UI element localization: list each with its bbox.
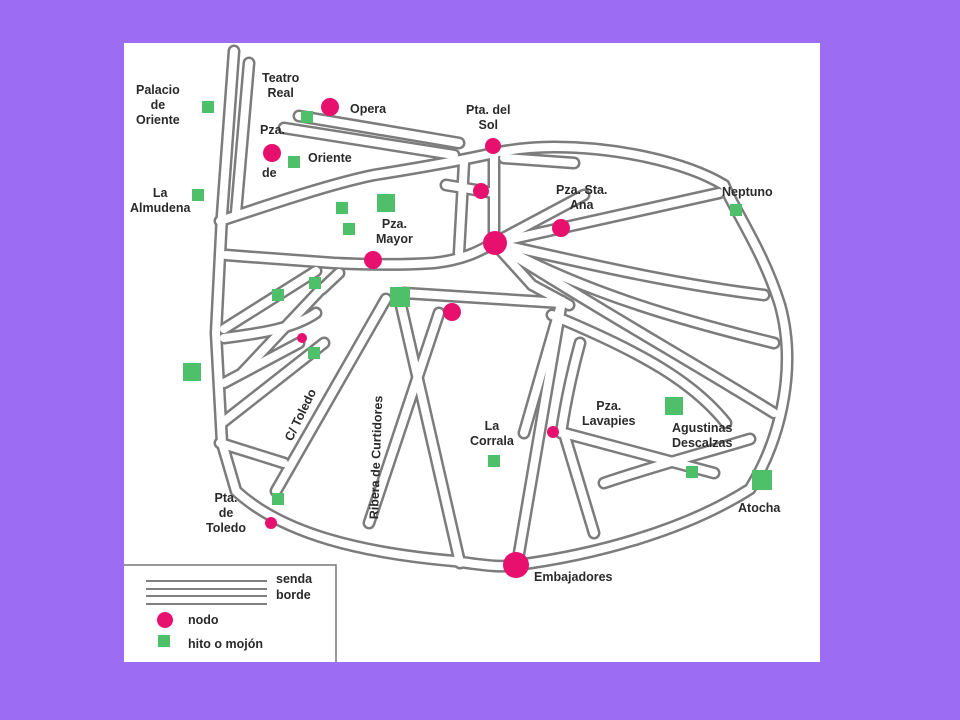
nodo-12	[157, 612, 173, 628]
legend-nodo: nodo	[188, 613, 219, 627]
hito-14	[686, 466, 698, 478]
label-agustinas-descalzas: Agustinas Descalzas	[672, 421, 733, 450]
label-opera: Opera	[350, 102, 387, 116]
street-14	[490, 189, 723, 247]
nodo-9	[547, 426, 559, 438]
street-6	[232, 59, 253, 217]
street-24	[396, 297, 464, 567]
hito-10	[308, 347, 320, 359]
nodo-2	[263, 144, 281, 162]
street-1	[232, 487, 521, 571]
street-33	[557, 339, 584, 437]
legend-hito: hito o mojón	[188, 637, 263, 651]
street-12	[500, 154, 578, 167]
hito-3	[192, 189, 204, 201]
label-pza: Pza.	[260, 123, 286, 137]
hito-13	[665, 397, 683, 415]
hito-5	[377, 194, 395, 212]
street-21	[400, 289, 566, 307]
street-30	[218, 339, 328, 427]
nodo-3	[473, 183, 489, 199]
hito-0	[202, 101, 214, 113]
hito-8	[272, 289, 284, 301]
hito-9	[390, 287, 410, 307]
nodo-4	[552, 219, 570, 237]
street-4	[216, 149, 498, 225]
street-2	[513, 181, 791, 569]
hito-16	[752, 470, 772, 490]
legend-senda: senda	[276, 572, 313, 586]
label-la-almudena: La Almudena	[130, 186, 191, 215]
street-31	[220, 339, 303, 387]
street-15	[490, 239, 768, 299]
street-35	[560, 429, 598, 537]
hito-1	[301, 111, 313, 123]
street-8	[295, 112, 463, 147]
hito-11	[183, 363, 201, 381]
hito-18	[158, 635, 170, 647]
map-panel: Palacio de Oriente Teatro Real Opera Pta…	[124, 43, 820, 662]
label-oriente: Oriente	[308, 151, 352, 165]
street-0	[212, 47, 240, 495]
hito-15	[488, 455, 500, 467]
street-38	[216, 439, 288, 467]
street-32	[548, 311, 730, 427]
nodo-0	[321, 98, 339, 116]
street-18	[490, 239, 778, 417]
hito-4	[336, 202, 348, 214]
street-network	[124, 44, 794, 662]
street-37	[318, 269, 343, 293]
nodo-6	[364, 251, 382, 269]
label-pza-mayor: Pza. Mayor	[376, 217, 413, 246]
street-36	[600, 435, 754, 487]
legend-borde: borde	[276, 588, 311, 602]
street-25	[365, 309, 443, 527]
hito-17	[272, 493, 284, 505]
nodo-1	[485, 138, 501, 154]
label-neptuno: Neptuno	[722, 185, 773, 199]
legend-frame	[124, 564, 337, 662]
legend-line-samples	[124, 564, 337, 662]
label-pza-lavapies: Pza. Lavapies	[582, 399, 636, 428]
street-27	[220, 267, 320, 333]
label-embajadores: Embajadores	[534, 570, 613, 584]
nodo-8	[297, 333, 307, 343]
street-10	[455, 159, 468, 257]
street-28	[220, 309, 320, 342]
hito-12	[730, 204, 742, 216]
nodo-markers	[157, 98, 570, 628]
street-26	[272, 295, 390, 495]
nodo-7	[443, 303, 461, 321]
label-pta-de-toledo: Pta. de Toledo	[206, 491, 247, 535]
label-teatro-real: Teatro Real	[262, 71, 300, 100]
label-pza-sta-ana: Pza. Sta. Ana	[556, 183, 608, 212]
street-29	[238, 284, 326, 377]
label-la-corrala: La Corrala	[470, 419, 514, 448]
hito-markers	[158, 101, 772, 647]
label-atocha: Atocha	[738, 501, 781, 515]
label-de: de	[262, 166, 277, 180]
label-pta-del-sol: Pta. del Sol	[466, 103, 511, 132]
label-palacio-de-oriente: Palacio de Oriente	[136, 83, 180, 127]
street-7	[280, 124, 458, 159]
nodo-10	[265, 517, 277, 529]
nodo-11	[503, 552, 529, 578]
street-13	[490, 191, 588, 247]
street-23	[513, 297, 566, 569]
hito-2	[288, 156, 300, 168]
nodo-5	[483, 231, 507, 255]
street-3	[490, 143, 728, 189]
hito-6	[343, 223, 355, 235]
hito-7	[309, 277, 321, 289]
